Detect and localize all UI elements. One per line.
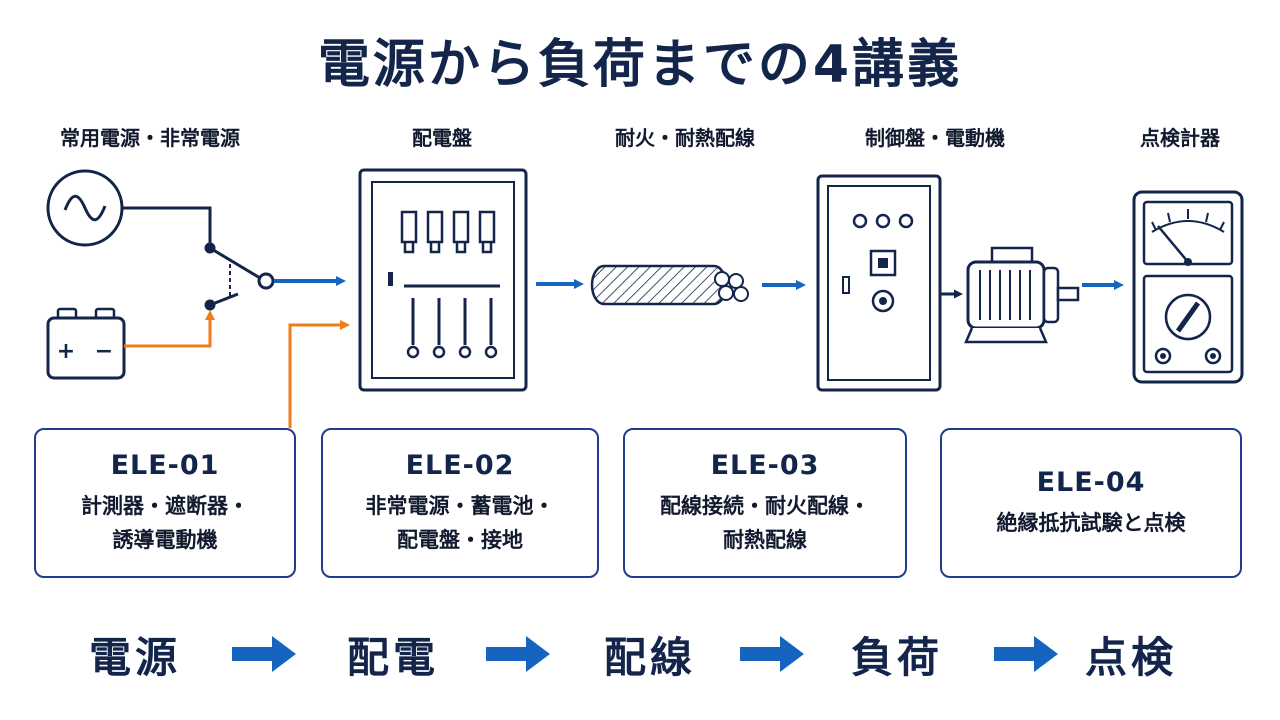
page-title: 電源から負荷までの4講義 — [317, 35, 963, 95]
stage-label-power-source: 常用電源・非常電源 — [60, 126, 240, 150]
flow-arrow-icon — [486, 636, 550, 672]
course-code: ELE-01 — [110, 449, 220, 481]
course-code: ELE-04 — [1036, 466, 1146, 498]
battery-minus-sign: − — [95, 339, 113, 364]
fire-resistant-cable-icon — [590, 264, 749, 306]
stage-label-wiring: 耐火・耐熱配線 — [615, 126, 755, 150]
battery-icon: + − — [46, 307, 126, 380]
course-topic-line: 配線接続・耐火配線・ — [660, 493, 870, 518]
course-topic-line: 配電盤・接地 — [397, 527, 523, 552]
flow-step-power-source: 電源 — [88, 633, 181, 682]
induction-motor-icon — [964, 246, 1080, 344]
distribution-board-icon — [358, 168, 528, 392]
flow-arrow-icon — [740, 636, 804, 672]
transfer-switch-icon — [204, 242, 275, 311]
battery-wire-orange — [124, 310, 215, 348]
course-topic-line: 絶縁抵抗試験と点検 — [996, 510, 1186, 535]
ele01-link-orange — [288, 320, 350, 428]
battery-plus-sign: + — [57, 339, 75, 364]
insulation-tester-icon — [1132, 190, 1244, 384]
course-card-ele-01: ELE-01 計測器・遮断器・ 誘導電動機 — [34, 428, 296, 578]
course-card-ele-02: ELE-02 非常電源・蓄電池・ 配電盤・接地 — [321, 428, 599, 578]
stage-label-distribution-board: 配電盤 — [412, 126, 472, 150]
course-code: ELE-03 — [710, 449, 820, 481]
course-topic-line: 非常電源・蓄電池・ — [365, 493, 555, 518]
course-card-ele-03: ELE-03 配線接続・耐火配線・ 耐熱配線 — [623, 428, 907, 578]
flow-step-inspection: 点検 — [1084, 633, 1177, 682]
flow-step-load: 負荷 — [850, 633, 943, 682]
stage-label-control-motor: 制御盤・電動機 — [865, 126, 1005, 150]
ac-source-wire — [122, 206, 212, 248]
flow-arrow-icon — [232, 636, 296, 672]
stage-label-test-meter: 点検計器 — [1140, 126, 1220, 150]
course-topic-line: 誘導電動機 — [112, 527, 218, 552]
power-path-diagram: + − — [46, 168, 1244, 428]
course-code: ELE-02 — [405, 449, 515, 481]
flow-arrow-icon — [994, 636, 1058, 672]
course-topic-line: 耐熱配線 — [723, 527, 807, 552]
flow-step-distribution: 配電 — [346, 633, 439, 682]
course-card-ele-04: ELE-04 絶縁抵抗試験と点検 — [940, 428, 1242, 578]
course-topic-line: 計測器・遮断器・ — [81, 493, 249, 518]
ac-source-icon — [46, 169, 124, 247]
control-panel-icon — [816, 174, 942, 392]
flow-step-wiring: 配線 — [603, 633, 696, 682]
